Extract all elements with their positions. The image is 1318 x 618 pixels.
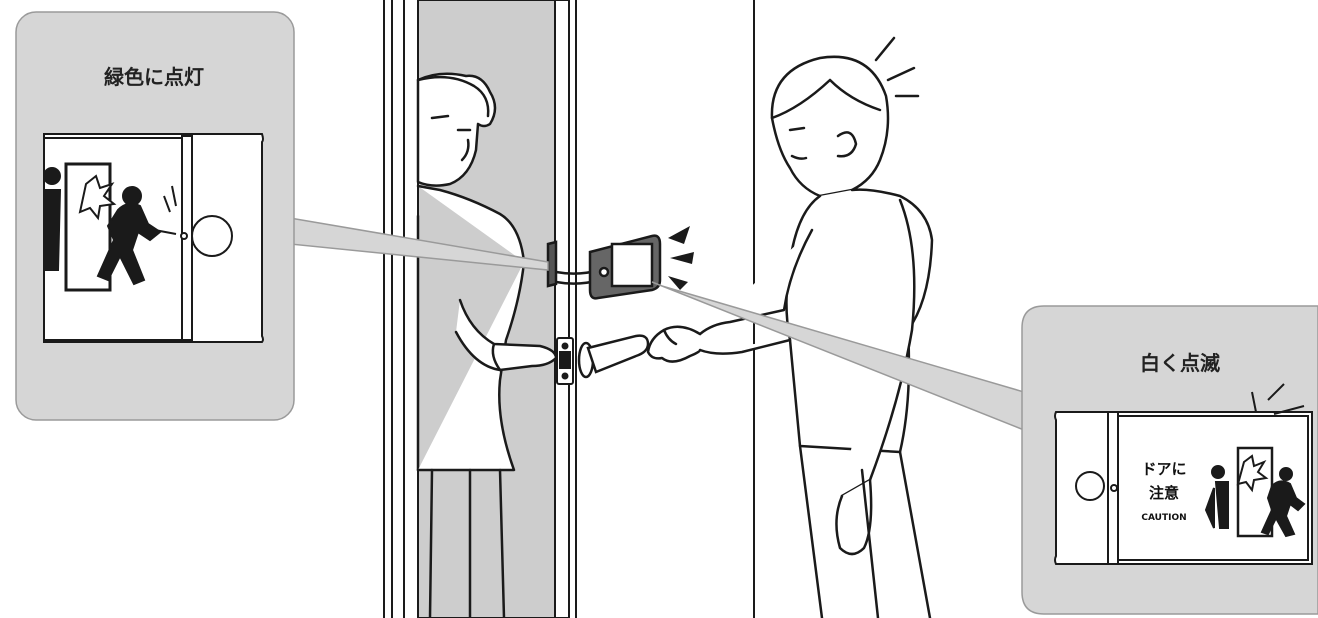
door-handle <box>579 336 648 377</box>
door-edge <box>555 0 569 618</box>
sign-line2: 注意 <box>1149 484 1179 502</box>
blink-rays <box>668 226 694 290</box>
right-device-closeup <box>1055 412 1312 564</box>
sign-caption: CAUTION <box>1141 513 1186 523</box>
left-callout-title: 緑色に点灯 <box>104 65 204 89</box>
right-callout-title: 白く点滅 <box>1140 351 1220 375</box>
left-device-closeup <box>44 134 263 342</box>
latch-plate <box>557 338 573 384</box>
sign-line1: ドアに <box>1141 460 1186 478</box>
